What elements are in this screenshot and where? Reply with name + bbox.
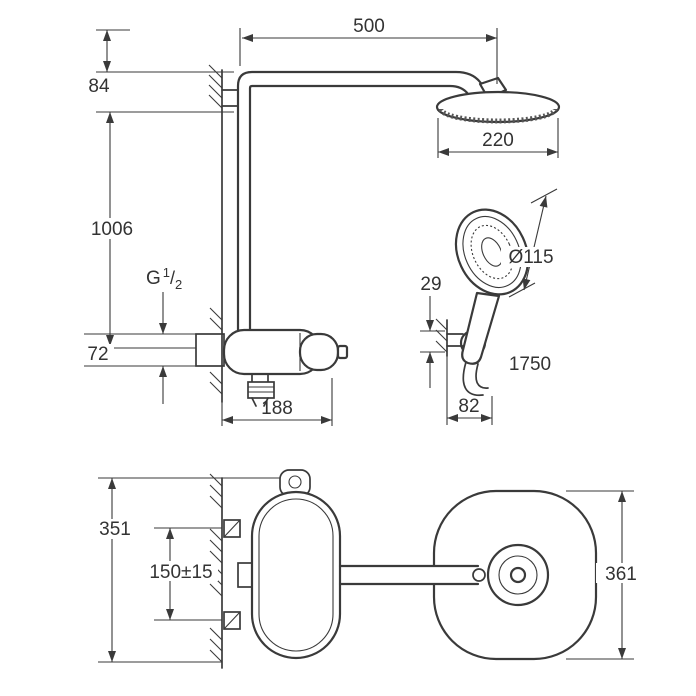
side-view: 500 84 1006: [83, 16, 561, 426]
dim-arm-length: 500: [239, 16, 498, 84]
holder-depth-label: 29: [420, 274, 441, 295]
arm-offset-label: 84: [88, 76, 110, 97]
dim-head-diameter: 220: [437, 118, 559, 158]
supply-size-label: 72: [87, 344, 108, 365]
supply-connection-stub: [195, 333, 225, 367]
holder-wall-stub: [435, 318, 464, 357]
dim-arm-offset: 84: [88, 29, 234, 97]
head-center-assembly: [486, 543, 550, 607]
dim-mount-spacing: 150±15: [144, 527, 222, 621]
knob-button: [336, 344, 349, 360]
arm-length-label: 500: [353, 16, 385, 37]
hand-shower-head: [454, 208, 530, 296]
plan-dimensions: 351 150±15 361: [89, 477, 648, 663]
wall-hatching: [208, 64, 223, 395]
dim-valve-width: 188: [221, 378, 333, 426]
riser-and-arm: [236, 70, 492, 332]
riser-height-label: 1006: [91, 219, 133, 240]
dim-holder-offset: 82: [446, 356, 493, 425]
mixer-valve-plan: [250, 490, 342, 660]
plan-view: 351 150±15 361: [89, 469, 648, 669]
dim-riser-height: 1006: [84, 111, 234, 349]
dim-valve-height: 351: [89, 477, 280, 663]
mount-spacing-label: 150±15: [149, 562, 212, 583]
hose-length-label: 1750: [509, 354, 551, 375]
hose-outlet: [247, 373, 275, 407]
hand-shower-handle: [461, 291, 501, 365]
mixer-valve-side: [222, 328, 349, 407]
holder-offset-label: 82: [458, 396, 479, 417]
valve-width-label: 188: [261, 398, 293, 419]
hand-shower-diameter-label: Ø115: [508, 247, 553, 268]
mounting-brackets: [223, 519, 241, 630]
spray-face-band: [438, 108, 558, 124]
dim-hand-shower-diameter: Ø115: [501, 188, 561, 298]
shower-arm-plan: [338, 564, 486, 586]
head-width-label: 361: [605, 564, 637, 585]
hand-shower-assembly: [435, 208, 530, 396]
shower-hose: [462, 361, 489, 396]
dim-holder-depth: 29: [420, 274, 445, 388]
arm-ball-joint: [472, 568, 486, 582]
smart-control-knob: [298, 332, 340, 372]
plan-wall-hatching: [209, 473, 223, 663]
valve-height-label: 351: [99, 519, 131, 540]
head-shower-body: [435, 90, 561, 124]
side-dimensions: 500 84 1006: [83, 16, 561, 426]
dim-head-width: 361: [566, 490, 648, 660]
head-shower-side: [435, 76, 561, 124]
head-diameter-label: 220: [482, 130, 514, 151]
riser-wall-bracket: [221, 89, 239, 107]
